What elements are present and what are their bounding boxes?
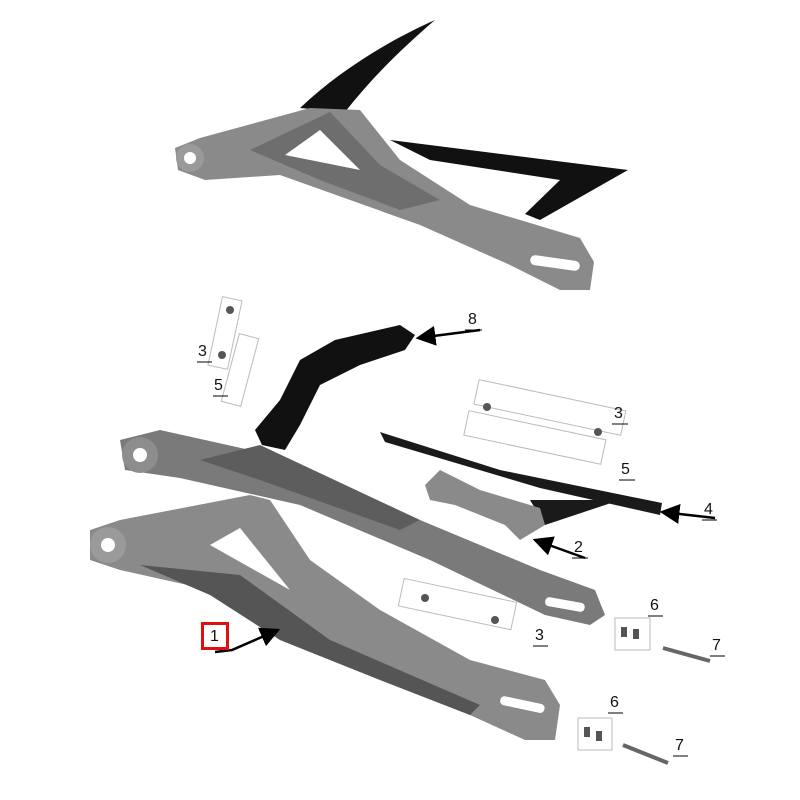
part-8-fin [255,325,415,450]
part-group-boxes [207,296,651,751]
part-1-swingarm [90,495,560,740]
callout-1[interactable]: 1 [210,628,219,645]
callout-6-lower[interactable]: 6 [610,694,619,711]
highlight-box-part-1 [201,622,229,650]
label-underlines [197,329,725,757]
leader-arrows [214,325,716,654]
callout-5-left[interactable]: 5 [214,377,223,394]
part-2-bracket [425,470,545,540]
callout-3-bottom[interactable]: 3 [535,627,544,644]
callout-8[interactable]: 8 [468,311,477,328]
callout-3-right[interactable]: 3 [614,405,623,422]
callout-5-right[interactable]: 5 [621,461,630,478]
part-4-chain-guard [380,432,662,525]
callout-2[interactable]: 2 [574,539,583,556]
assembled-swingarm-view [175,20,628,290]
swingarm-rear-arm [120,430,605,625]
callout-7-lower[interactable]: 7 [675,737,684,754]
callout-6-upper[interactable]: 6 [650,597,659,614]
callout-3-left[interactable]: 3 [198,343,207,360]
callout-4[interactable]: 4 [704,501,713,518]
small-parts [218,306,711,765]
callout-7-upper[interactable]: 7 [712,637,721,654]
